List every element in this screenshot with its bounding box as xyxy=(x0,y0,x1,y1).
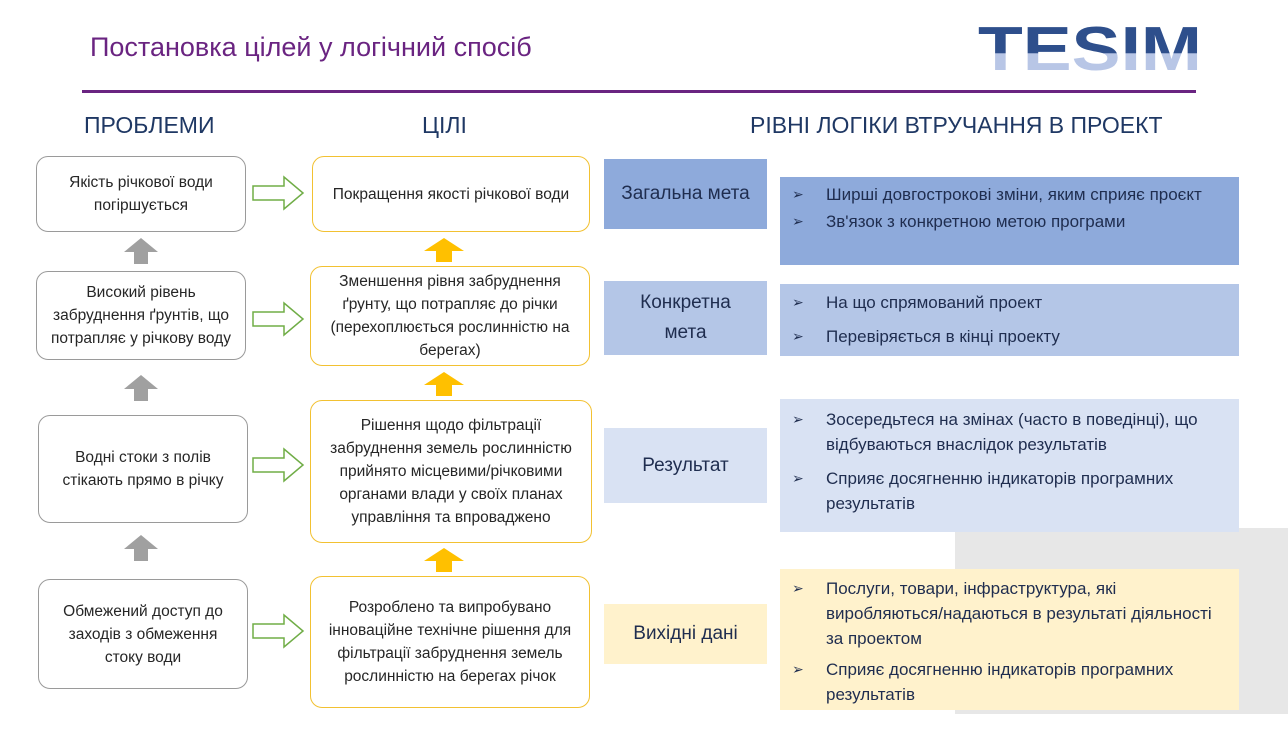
problem-box-2: Високий рівень забруднення ґрунтів, що п… xyxy=(36,271,246,360)
problem-box-4: Обмежений доступ до заходів з обмеження … xyxy=(38,579,248,689)
logo-text: TESIM xyxy=(978,18,1202,76)
level-label-overall-goal: Загальна мета xyxy=(604,159,767,229)
level-label-result: Результат xyxy=(604,428,767,503)
arrowhead-bullet-icon: ➢ xyxy=(792,186,804,202)
list-item: ➢ Послуги, товари, інфраструктура, які в… xyxy=(792,576,1229,651)
right-arrow-icon xyxy=(252,301,305,337)
goal-box-2: Зменшення рівня забруднення ґрунту, що п… xyxy=(310,266,590,366)
title-underline xyxy=(82,90,1196,93)
arrowhead-bullet-icon: ➢ xyxy=(792,411,804,427)
goal-box-4: Розроблено та випробувано інноваційне те… xyxy=(310,576,590,708)
up-arrow-icon xyxy=(124,375,158,401)
level-desc-overall-goal: ➢ Ширші довгострокові зміни, яким сприяє… xyxy=(780,177,1239,265)
right-arrow-icon xyxy=(252,613,305,649)
arrowhead-bullet-icon: ➢ xyxy=(792,661,804,677)
level-desc-result: ➢ Зосередьтеся на змінах (часто в поведі… xyxy=(780,399,1239,532)
arrowhead-bullet-icon: ➢ xyxy=(792,213,804,229)
arrowhead-bullet-icon: ➢ xyxy=(792,470,804,486)
level-desc-specific-goal: ➢ На що спрямований проект ➢ Перевіряєть… xyxy=(780,284,1239,356)
goal-box-3: Рішення щодо фільтрації забруднення земе… xyxy=(310,400,592,543)
arrowhead-bullet-icon: ➢ xyxy=(792,294,804,310)
goal-box-1: Покращення якості річкової води xyxy=(312,156,590,232)
tesim-logo: TESIM xyxy=(978,18,1202,76)
page-title: Постановка цілей у логічний спосіб xyxy=(90,32,532,62)
problem-box-3: Водні стоки з полів стікають прямо в річ… xyxy=(38,415,248,523)
list-item: ➢ Ширші довгострокові зміни, яким сприяє… xyxy=(792,182,1229,207)
right-arrow-icon xyxy=(252,175,305,211)
up-arrow-icon xyxy=(424,548,464,572)
levels-header: РІВНІ ЛОГІКИ ВТРУЧАННЯ В ПРОЕКТ xyxy=(750,112,1163,138)
list-item: ➢ Сприяє досягненню індикаторів програмн… xyxy=(792,466,1229,516)
list-item: ➢ Зосередьтеся на змінах (часто в поведі… xyxy=(792,407,1229,457)
list-item: ➢ На що спрямований проект xyxy=(792,290,1229,315)
up-arrow-icon xyxy=(424,238,464,262)
list-item: ➢ Сприяє досягненню індикаторів програмн… xyxy=(792,657,1229,707)
up-arrow-icon xyxy=(124,535,158,561)
goals-header: ЦІЛІ xyxy=(422,112,467,138)
level-desc-outputs: ➢ Послуги, товари, інфраструктура, які в… xyxy=(780,569,1239,710)
arrowhead-bullet-icon: ➢ xyxy=(792,328,804,344)
right-arrow-icon xyxy=(252,447,305,483)
list-item: ➢ Зв'язок з конкретною метою програми xyxy=(792,209,1229,234)
up-arrow-icon xyxy=(124,238,158,264)
arrowhead-bullet-icon: ➢ xyxy=(792,580,804,596)
problems-header: ПРОБЛЕМИ xyxy=(84,112,215,138)
level-label-specific-goal: Конкретна мета xyxy=(604,281,767,355)
level-label-outputs: Вихідні дані xyxy=(604,604,767,664)
up-arrow-icon xyxy=(424,372,464,396)
list-item: ➢ Перевіряється в кінці проекту xyxy=(792,324,1229,349)
problem-box-1: Якість річкової води погіршується xyxy=(36,156,246,232)
